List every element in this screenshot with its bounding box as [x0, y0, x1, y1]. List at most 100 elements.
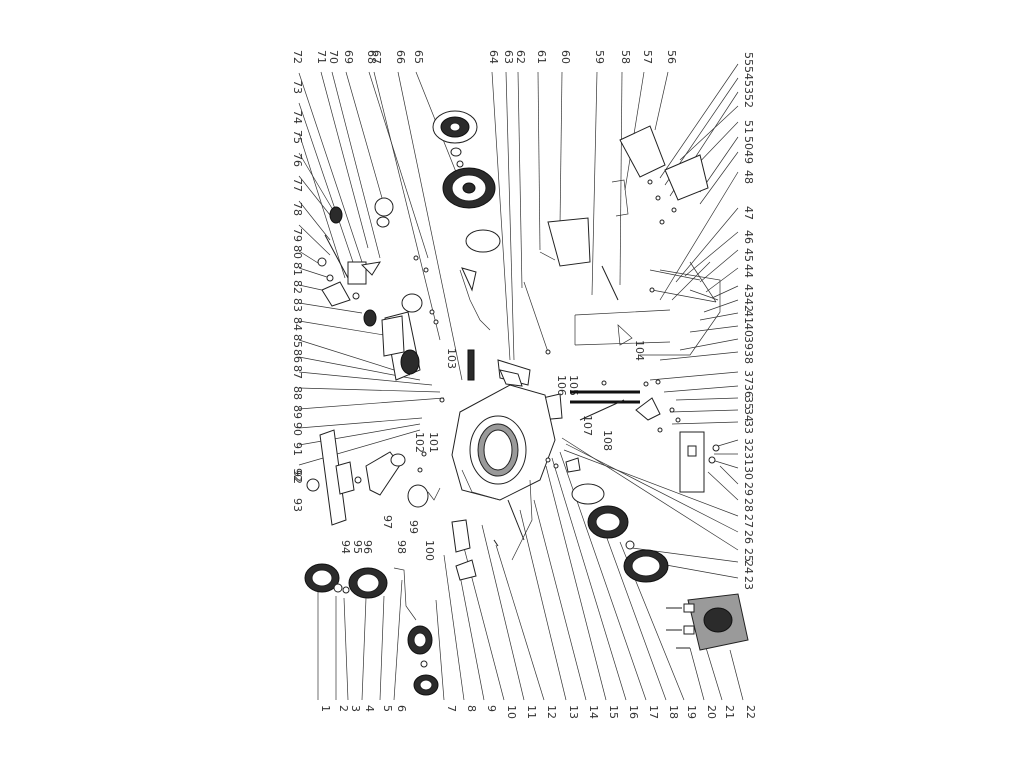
callout-10: 10 [505, 705, 518, 719]
callout-14: 14 [587, 705, 600, 719]
callout-95: 95 [351, 540, 364, 554]
callout-47: 47 [742, 206, 755, 220]
callout-8: 8 [465, 705, 478, 712]
rod-1 [493, 539, 499, 547]
mower-deck [451, 384, 556, 501]
upper-handle [640, 269, 721, 356]
pulley [390, 453, 406, 467]
callout-48: 48 [742, 170, 755, 184]
callouts-inner: 92 94 95 96 97 98 99 100 101 102 103 104… [291, 340, 646, 561]
filter [401, 293, 423, 313]
callout-30: 30 [742, 466, 755, 480]
rear-flap [664, 154, 709, 201]
cover-bracket [321, 281, 351, 307]
washer-small [420, 660, 428, 668]
callout-107: 107 [581, 415, 594, 436]
callout-25: 25 [742, 548, 755, 562]
hubcap-top [465, 229, 501, 253]
rear-plate-slot [687, 445, 697, 457]
callout-66: 66 [394, 50, 407, 64]
callout-5: 5 [381, 705, 394, 712]
rear-guard [381, 315, 405, 357]
callout-35: 35 [742, 396, 755, 410]
callout-49: 49 [742, 150, 755, 164]
callout-52: 52 [742, 94, 755, 108]
callout-33: 33 [742, 420, 755, 434]
callout-39: 39 [742, 336, 755, 350]
callout-56: 56 [665, 50, 678, 64]
front-bracket [451, 519, 471, 553]
key [354, 476, 362, 484]
callout-78: 78 [291, 202, 304, 216]
callout-9: 9 [485, 705, 498, 712]
height-lever-front [455, 559, 477, 581]
callout-81: 81 [291, 262, 304, 276]
callout-92-inner: 92 [291, 470, 304, 484]
callout-60: 60 [559, 50, 572, 64]
callout-18: 18 [667, 705, 680, 719]
callout-4: 4 [363, 705, 376, 712]
cable [671, 261, 711, 301]
bag-handle [611, 179, 629, 217]
callout-1: 1 [319, 705, 332, 712]
callout-46: 46 [742, 230, 755, 244]
callout-96: 96 [361, 540, 374, 554]
engine [683, 593, 749, 651]
callout-43: 43 [742, 284, 755, 298]
callout-28: 28 [742, 498, 755, 512]
callout-98: 98 [395, 540, 408, 554]
callout-73: 73 [291, 80, 304, 94]
callout-53: 53 [742, 80, 755, 94]
lever-1 [360, 261, 382, 276]
blade-bolt [306, 478, 320, 492]
handle-bar [574, 261, 717, 346]
spring-long [507, 499, 525, 541]
callout-37: 37 [742, 370, 755, 384]
callout-70: 70 [327, 50, 340, 64]
callout-41: 41 [742, 310, 755, 324]
nut-front [342, 586, 350, 594]
callout-101: 101 [427, 432, 440, 453]
link-plate [461, 267, 477, 292]
callout-74: 74 [291, 110, 304, 124]
callout-42: 42 [742, 298, 755, 312]
shaft-1 [324, 234, 349, 279]
callout-83: 83 [291, 298, 304, 312]
callout-94: 94 [339, 540, 352, 554]
callout-67: 67 [370, 50, 383, 64]
cap [374, 197, 394, 217]
callout-22: 22 [744, 705, 757, 719]
callout-34: 34 [742, 408, 755, 422]
callout-29: 29 [742, 482, 755, 496]
callout-12: 12 [545, 705, 558, 719]
callout-38: 38 [742, 350, 755, 364]
callout-100: 100 [423, 540, 436, 561]
cable-2 [689, 289, 719, 301]
callout-79: 79 [291, 228, 304, 242]
callout-87: 87 [291, 365, 304, 379]
washer-1 [317, 257, 327, 267]
washer-3 [352, 292, 360, 300]
bearing-rear [625, 540, 635, 550]
callout-75: 75 [291, 130, 304, 144]
wheel-rear-1 [587, 505, 629, 539]
bracket-1 [347, 261, 367, 285]
knob [376, 216, 390, 228]
bushing-top-2 [456, 160, 464, 168]
callout-26: 26 [742, 530, 755, 544]
callout-17: 17 [647, 705, 660, 719]
callout-89: 89 [291, 405, 304, 419]
callout-24: 24 [742, 560, 755, 574]
callout-68: 68 [365, 50, 378, 64]
callout-54: 54 [742, 66, 755, 80]
callout-19: 19 [685, 705, 698, 719]
callouts-bottom: 1 2 3 4 5 6 7 8 9 10 11 12 13 14 15 16 1… [319, 705, 757, 719]
axle-rod [523, 281, 549, 353]
grass-bag [619, 125, 666, 178]
callout-7: 7 [445, 705, 458, 712]
callout-71: 71 [315, 50, 328, 64]
hubcap-rear [571, 483, 605, 505]
callout-27: 27 [742, 514, 755, 528]
callout-3: 3 [349, 705, 362, 712]
callout-77: 77 [291, 178, 304, 192]
